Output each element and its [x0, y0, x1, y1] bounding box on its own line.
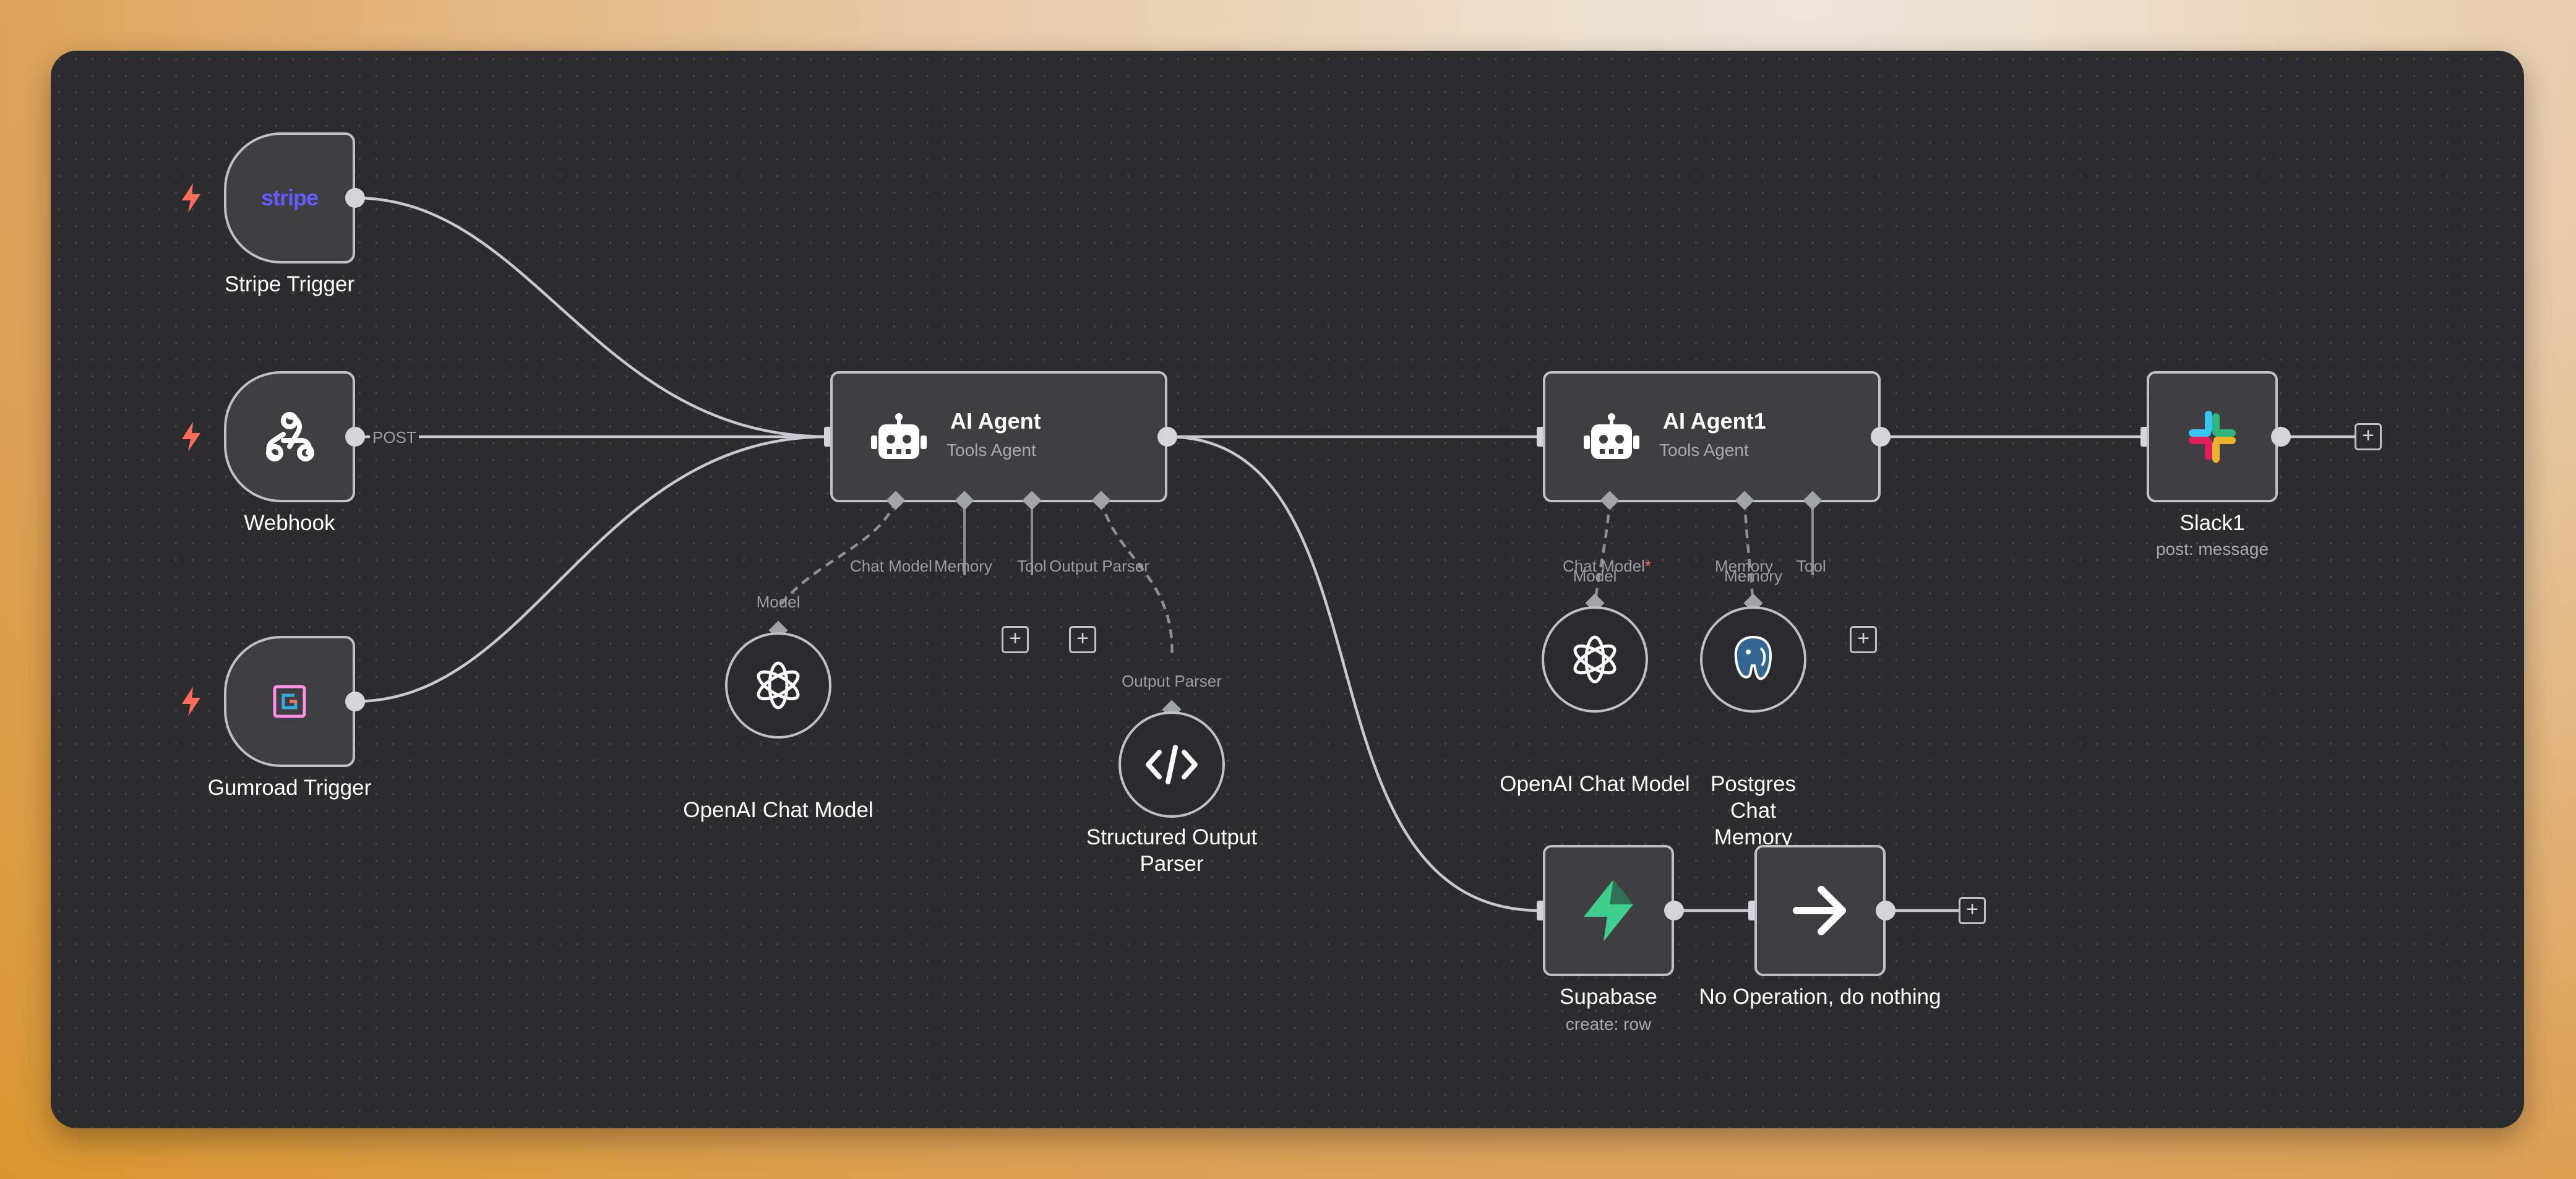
edge-output-parser-to-ai-agent[interactable] — [1099, 499, 1174, 660]
structured-output-parser-label: Structured Output Parser — [1086, 825, 1258, 876]
slack1-label: Slack1 — [2179, 511, 2245, 535]
edge-stripe-to-ai-agent[interactable] — [354, 196, 828, 439]
edge-openai-model-to-ai-agent[interactable] — [777, 499, 898, 609]
openai-chat-model-node[interactable] — [725, 632, 831, 739]
trigger-bolt-icon — [182, 687, 200, 716]
webhook-node[interactable] — [224, 371, 355, 502]
slack-icon — [2189, 411, 2236, 463]
edge-postgres-memory-to-ai-agent1[interactable] — [1743, 499, 1755, 608]
tool-port-label-agent1: Tool — [1797, 557, 1826, 575]
no-op-output-handle[interactable] — [1876, 901, 1896, 920]
add-after-slack1-button[interactable]: + — [2355, 423, 2382, 450]
supabase-subtitle: create: row — [1565, 1014, 1652, 1034]
robot-icon — [1584, 413, 1639, 459]
memory-port-label-agent1: Memory — [1715, 557, 1773, 575]
slack1-node[interactable] — [2147, 371, 2278, 502]
ai-agent-output-handle[interactable] — [1157, 427, 1177, 447]
ai-agent-subtitle: Tools Agent — [947, 440, 1036, 460]
postgres-chat-memory-label: Postgres Chat Memory — [1710, 772, 1797, 849]
no-op-label: No Operation, do nothing — [1699, 985, 1941, 1009]
openai-chat-model1-node[interactable] — [1542, 606, 1648, 713]
supabase-node[interactable] — [1543, 845, 1674, 976]
postgres-icon — [1734, 635, 1772, 680]
connections-layer — [354, 196, 2355, 912]
stripe-trigger-label: Stripe Trigger — [224, 272, 355, 296]
add-after-no-op-button[interactable]: + — [1959, 897, 1986, 924]
gumroad-trigger-output-handle[interactable] — [345, 692, 365, 711]
ai-agent1-title: AI Agent1 — [1663, 408, 1766, 434]
ai-agent1-node[interactable]: AI Agent1 Tools Agent — [1543, 371, 1881, 502]
webhook-output-label: POST — [370, 428, 419, 447]
stripe-trigger-output-handle[interactable] — [345, 188, 365, 208]
add-tool-button[interactable]: + — [1069, 626, 1096, 653]
gumroad-logo-icon — [273, 685, 306, 718]
postgres-memory-port-label: Memory — [1724, 567, 1782, 585]
output-parser-node-port-label: Output Parser — [1122, 672, 1222, 690]
stripe-logo-icon: stripe — [260, 185, 319, 210]
supabase-output-handle[interactable] — [1664, 901, 1684, 920]
robot-icon — [871, 413, 927, 459]
chat-model-port-label-agent1: Chat Model* — [1563, 557, 1652, 575]
openai-icon — [1573, 635, 1616, 684]
openai-chat-model1-label: OpenAI Chat Model — [1500, 772, 1690, 796]
stripe-trigger-node[interactable]: stripe — [224, 132, 355, 264]
ai-agent-node[interactable]: AI Agent Tools Agent — [830, 371, 1167, 502]
edge-ai-agent-to-supabase[interactable] — [1167, 435, 1541, 912]
chat-model-port-label: Chat Model — [850, 557, 932, 575]
webhook-icon — [266, 412, 314, 461]
structured-output-parser-node[interactable] — [1118, 711, 1225, 818]
add-memory-button[interactable]: + — [1002, 626, 1029, 653]
gumroad-trigger-node[interactable] — [224, 636, 355, 767]
output-parser-port-label: Output Parser — [1049, 557, 1149, 575]
slack1-output-handle[interactable] — [2271, 427, 2291, 447]
edge-gumroad-to-ai-agent[interactable] — [354, 435, 828, 703]
trigger-bolt-icon — [182, 422, 200, 452]
postgres-chat-memory-node[interactable] — [1700, 606, 1806, 713]
no-op-node[interactable] — [1754, 845, 1886, 976]
slack1-subtitle: post: message — [2155, 539, 2269, 559]
workflow-canvas[interactable]: stripe Stripe Trigger POST Webhook — [51, 51, 2524, 1128]
code-icon — [1146, 745, 1198, 784]
openai-model-port-label: Model — [756, 593, 801, 611]
openai-model1-port-label: Model — [1573, 567, 1617, 585]
openai-chat-model-label: OpenAI Chat Model — [683, 798, 874, 822]
edge-openai-model1-to-ai-agent1[interactable] — [1593, 499, 1612, 608]
required-marker: * — [1644, 557, 1652, 575]
supabase-label: Supabase — [1560, 985, 1657, 1009]
ai-agent-title: AI Agent — [950, 408, 1041, 434]
arrow-right-icon — [1793, 886, 1846, 935]
supabase-icon — [1584, 880, 1633, 941]
webhook-label: Webhook — [244, 511, 335, 535]
openai-icon — [757, 661, 800, 710]
trigger-bolt-icon — [182, 183, 200, 213]
memory-port-label: Memory — [934, 557, 992, 575]
add-tool-button-agent1[interactable]: + — [1850, 626, 1877, 653]
tool-port-label: Tool — [1017, 557, 1047, 575]
ai-agent1-output-handle[interactable] — [1871, 427, 1891, 447]
gumroad-trigger-label: Gumroad Trigger — [207, 776, 372, 800]
webhook-output-handle[interactable] — [345, 427, 365, 447]
ai-agent1-subtitle: Tools Agent — [1659, 440, 1749, 460]
